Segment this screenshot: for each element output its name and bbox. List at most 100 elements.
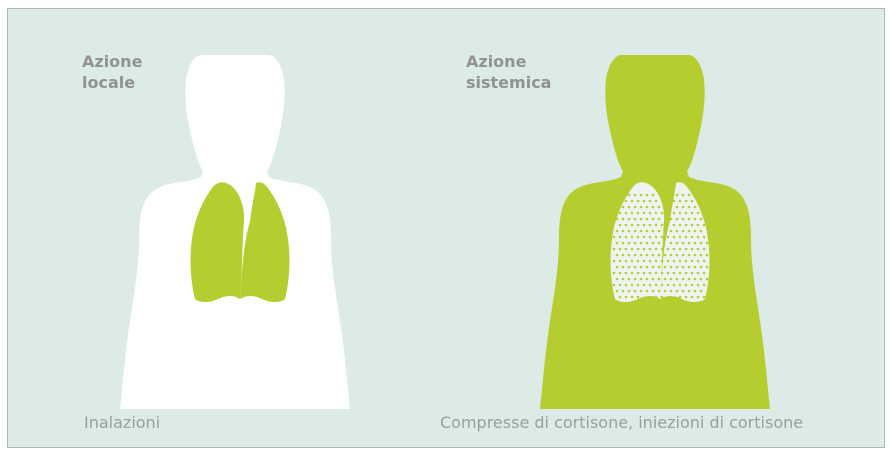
lung-dot	[613, 236, 616, 239]
lung-dot	[655, 260, 658, 263]
lung-dot	[649, 260, 652, 263]
lung-dot	[700, 266, 703, 269]
lung-dot	[643, 284, 646, 287]
lung-dot	[676, 266, 679, 269]
lung-dot	[679, 260, 682, 263]
lung-dot	[616, 266, 619, 269]
lung-dot	[679, 200, 682, 203]
lung-dot	[640, 266, 643, 269]
lung-dot	[685, 272, 688, 275]
lung-dot	[643, 200, 646, 203]
panel-systemic-action: Azione sistemica Compresse di cortisone,…	[428, 9, 885, 447]
lung-dot	[631, 200, 634, 203]
lung-dot	[658, 254, 661, 257]
lung-dot	[637, 236, 640, 239]
lung-dot	[688, 266, 691, 269]
lung-dot	[631, 284, 634, 287]
lung-dot	[682, 242, 685, 245]
lung-dot	[673, 200, 676, 203]
lung-dot	[622, 218, 625, 221]
lung-dot	[700, 242, 703, 245]
lung-dot	[679, 272, 682, 275]
lung-dot	[682, 290, 685, 293]
lung-dot	[619, 248, 622, 251]
lung-dot	[616, 290, 619, 293]
lung-dot	[670, 242, 673, 245]
lung-dot	[631, 272, 634, 275]
lung-dot	[640, 230, 643, 233]
lung-dot	[691, 296, 694, 299]
lung-dot	[652, 230, 655, 233]
lung-dot	[646, 266, 649, 269]
lung-dot	[667, 236, 670, 239]
lung-dot	[637, 272, 640, 275]
lung-dot	[634, 242, 637, 245]
lung-dot	[655, 296, 658, 299]
lung-dot	[640, 194, 643, 197]
lung-dot	[646, 278, 649, 281]
lung-dot	[661, 212, 664, 215]
lung-dot	[622, 290, 625, 293]
lung-dot	[655, 200, 658, 203]
lung-dot	[622, 278, 625, 281]
lung-dot	[688, 242, 691, 245]
lung-dot	[628, 278, 631, 281]
lung-dot	[682, 194, 685, 197]
lung-dot	[685, 248, 688, 251]
lung-dot	[622, 206, 625, 209]
lung-dot	[649, 212, 652, 215]
lung-dot	[670, 218, 673, 221]
lung-dot	[694, 242, 697, 245]
lung-dot	[691, 272, 694, 275]
lung-dot	[640, 218, 643, 221]
lung-dot	[685, 296, 688, 299]
lung-dot	[643, 272, 646, 275]
lung-dot	[688, 290, 691, 293]
lung-dot	[703, 236, 706, 239]
lung-dot	[634, 278, 637, 281]
lung-dot	[682, 218, 685, 221]
lung-dot	[637, 296, 640, 299]
lung-dot	[625, 296, 628, 299]
lung-dot	[655, 224, 658, 227]
lung-dot	[613, 272, 616, 275]
lung-dot	[658, 242, 661, 245]
lung-dot	[616, 242, 619, 245]
lung-dot	[643, 224, 646, 227]
lung-dot	[640, 242, 643, 245]
lung-dot	[625, 212, 628, 215]
lung-dot	[622, 266, 625, 269]
lung-dot	[658, 290, 661, 293]
lung-dot	[673, 284, 676, 287]
lung-dot	[619, 272, 622, 275]
lung-dot	[670, 230, 673, 233]
lung-dot	[625, 248, 628, 251]
lung-dot	[655, 248, 658, 251]
lung-dot	[679, 236, 682, 239]
lung-dot	[652, 218, 655, 221]
lung-dot	[700, 218, 703, 221]
lung-dot	[691, 284, 694, 287]
lung-dot	[652, 254, 655, 257]
lung-dot	[679, 248, 682, 251]
lung-dot	[637, 212, 640, 215]
lung-dot	[616, 254, 619, 257]
lung-dot	[634, 194, 637, 197]
lung-dot	[688, 254, 691, 257]
lung-dot	[703, 224, 706, 227]
panel-title: Azione sistemica	[466, 51, 551, 93]
lung-dot	[646, 254, 649, 257]
lung-dot	[676, 206, 679, 209]
lung-dot	[652, 290, 655, 293]
lung-dot	[634, 266, 637, 269]
lung-dot	[706, 278, 709, 281]
lung-dot	[631, 224, 634, 227]
lung-dot	[655, 284, 658, 287]
lung-dot	[622, 230, 625, 233]
lung-dot	[616, 278, 619, 281]
lung-dot	[685, 200, 688, 203]
lung-dot	[628, 254, 631, 257]
lung-dot	[619, 296, 622, 299]
lung-dot	[643, 260, 646, 263]
lung-dot	[679, 284, 682, 287]
